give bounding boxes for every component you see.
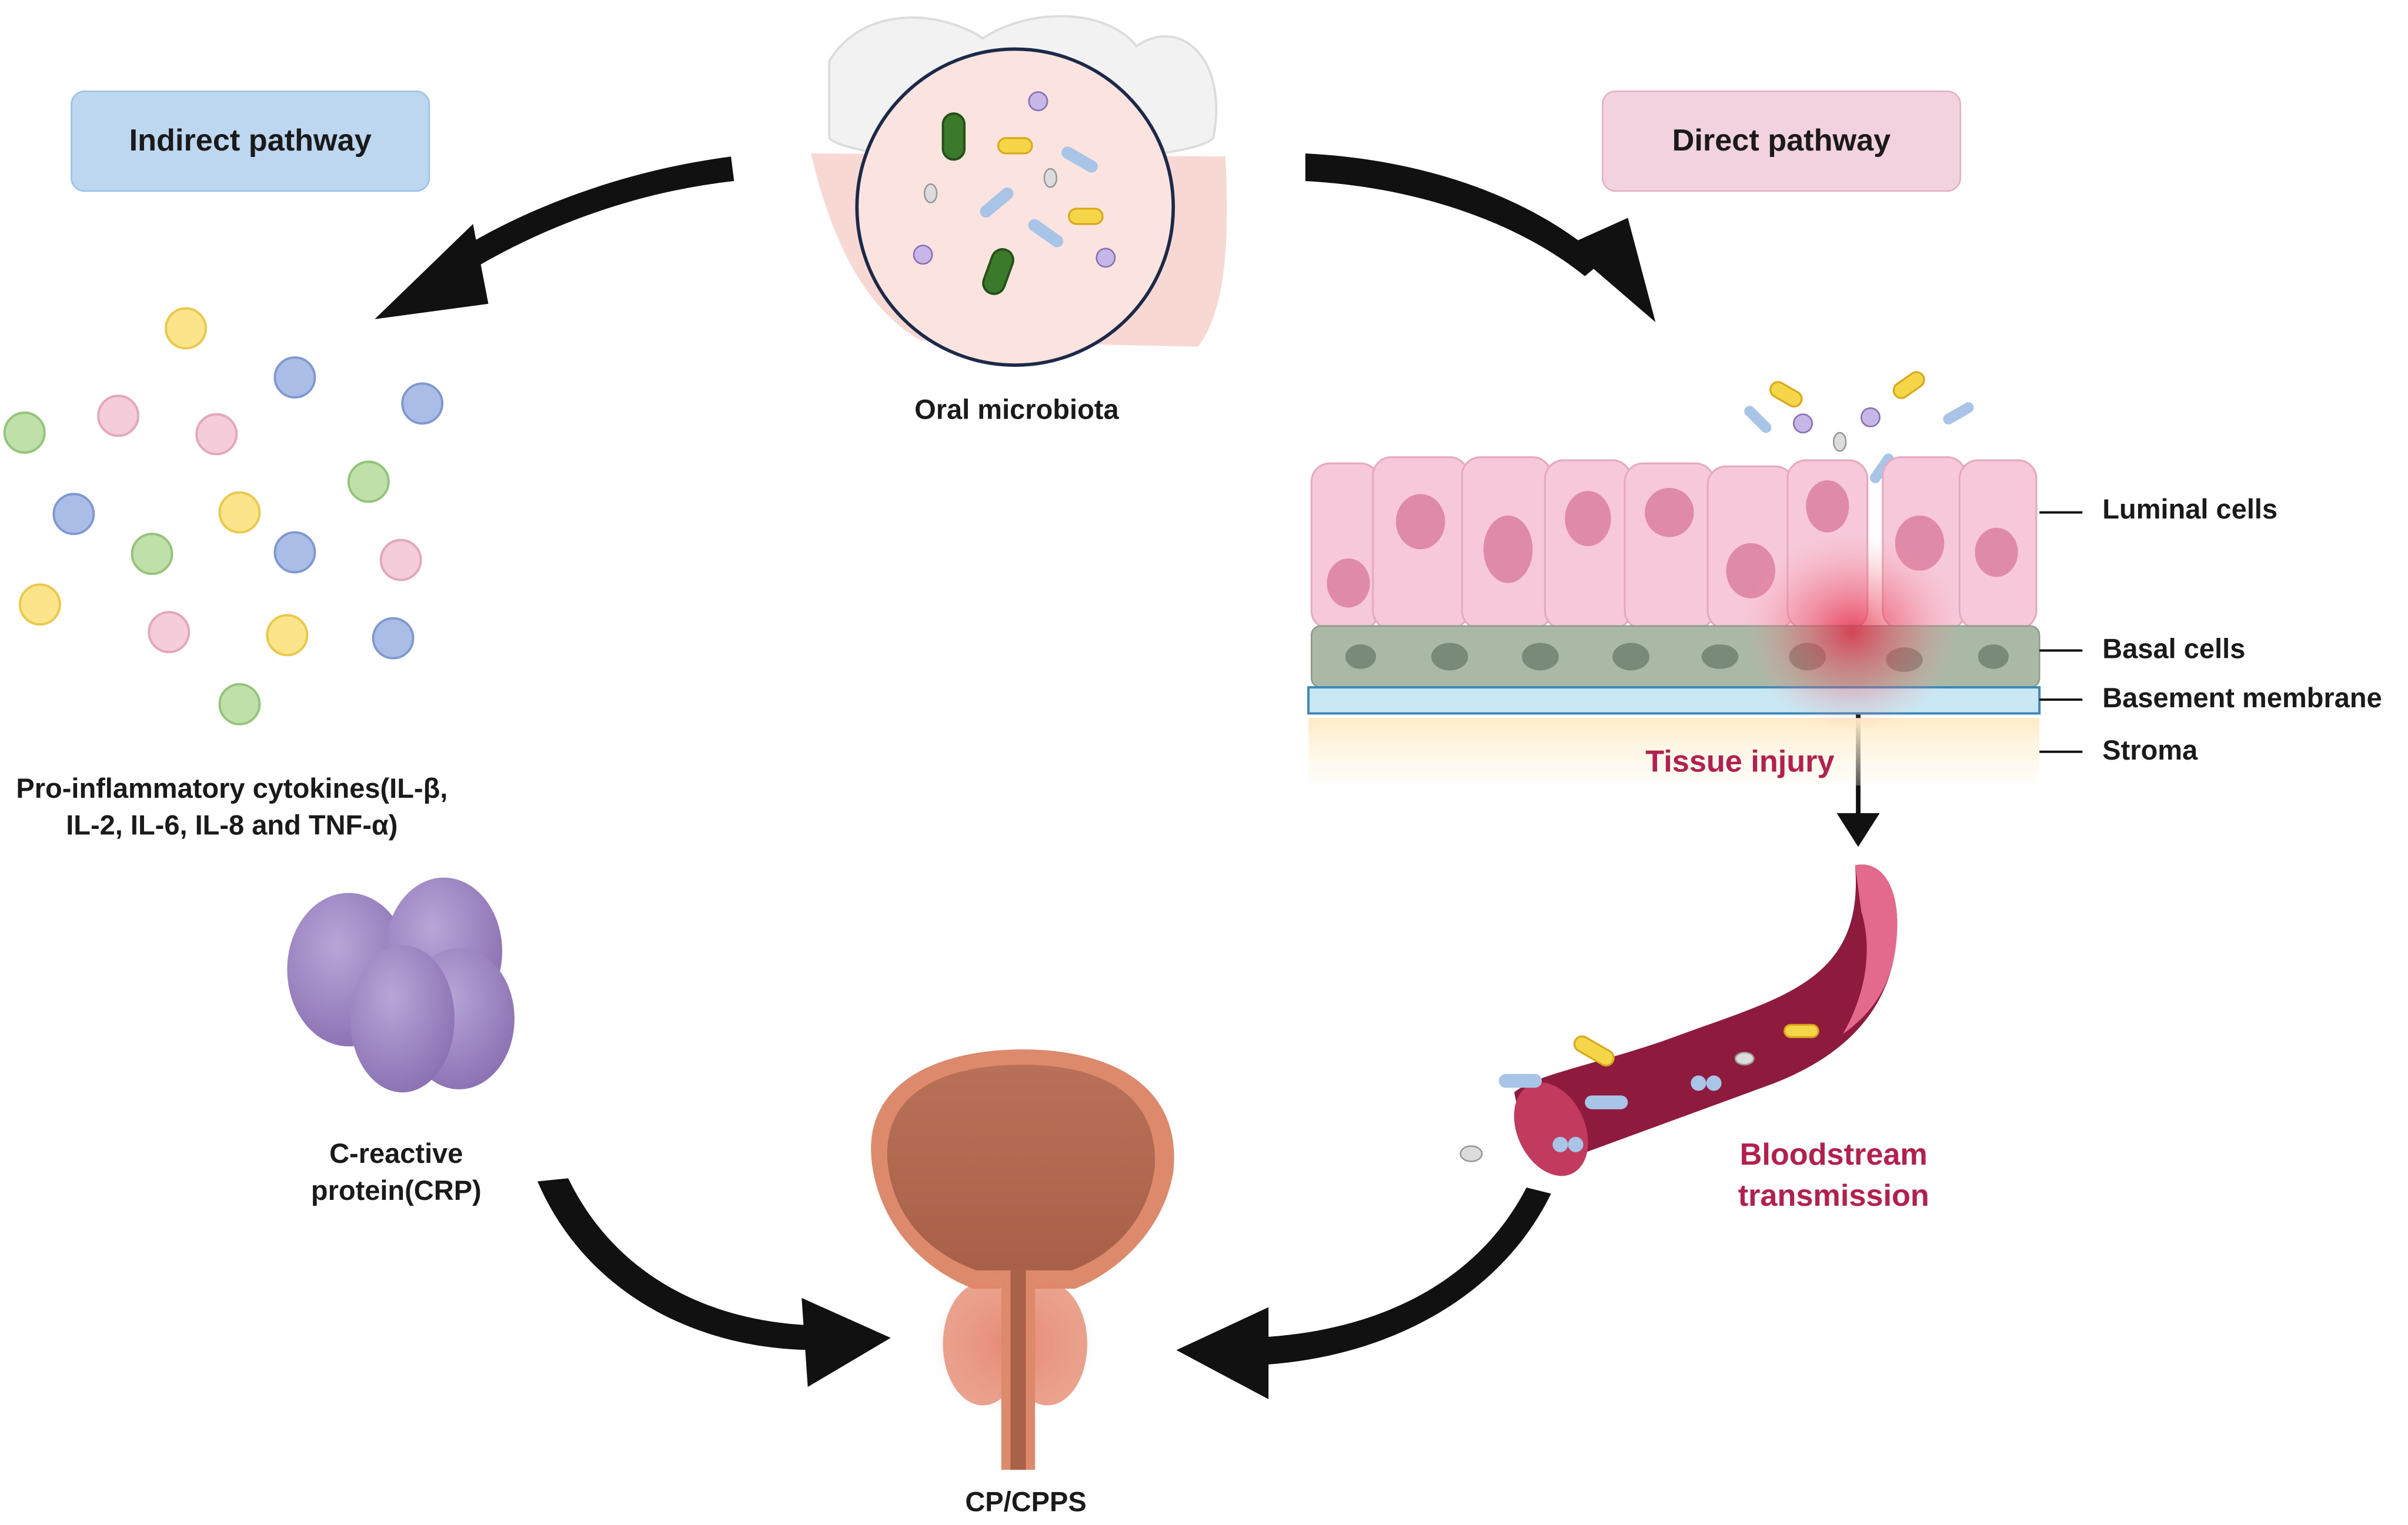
bloodstream-label-line1: Bloodstream <box>1739 1138 1928 1172</box>
bloodstream-label-line2: transmission <box>1738 1179 1929 1214</box>
injury-glow <box>1741 534 1963 731</box>
bladder-prostate-illustration <box>871 1049 1174 1470</box>
tissue-injury-label: Tissue injury <box>1645 745 1835 780</box>
stroma-layer <box>1308 718 2040 786</box>
oral-microbiota-label: Oral microbiota <box>914 394 1119 425</box>
direct-pathway-label: Direct pathway <box>1601 90 1962 192</box>
arrow-indirect-pathway <box>375 156 734 319</box>
arrow-crp-to-cpps <box>537 1178 891 1387</box>
cytokine-dots <box>3 307 444 725</box>
crp-label-line1: C-reactive <box>329 1138 463 1169</box>
luminal-cells-label: Luminal cells <box>2102 494 2278 525</box>
bloodstream-transmission-label: Bloodstream transmission <box>1738 1135 1929 1218</box>
arrow-direct-pathway <box>1305 153 1656 323</box>
blood-vessel-illustration <box>1460 864 1898 1176</box>
indirect-pathway-label: Indirect pathway <box>71 90 430 192</box>
crp-label: C-reactive protein(CRP) <box>311 1135 482 1210</box>
arrow-bloodstream-to-cpps <box>1176 1187 1551 1400</box>
invading-bacteria <box>1744 371 1974 483</box>
crp-label-line2: protein(CRP) <box>310 1175 482 1206</box>
crp-protein-illustration <box>287 877 515 1093</box>
luminal-cells-layer <box>1310 456 2038 630</box>
cytokines-label: Pro-inflammatory cytokines(IL-β, IL-2, I… <box>16 770 447 845</box>
oral-microbiota-illustration <box>810 15 1227 367</box>
cytokines-label-line1: Pro-inflammatory cytokines(IL-β, <box>16 773 448 804</box>
basement-membrane-label: Basement membrane <box>2102 683 2382 714</box>
cp-cpps-label: CP/CPPS <box>965 1486 1087 1517</box>
basal-cells-label: Basal cells <box>2102 633 2246 665</box>
stroma-label: Stroma <box>2102 735 2198 766</box>
cytokines-label-line2: IL-2, IL-6, IL-8 and TNF-α) <box>66 810 398 841</box>
bacteria-group <box>913 91 1116 295</box>
epithelium-illustration <box>1307 456 2083 786</box>
